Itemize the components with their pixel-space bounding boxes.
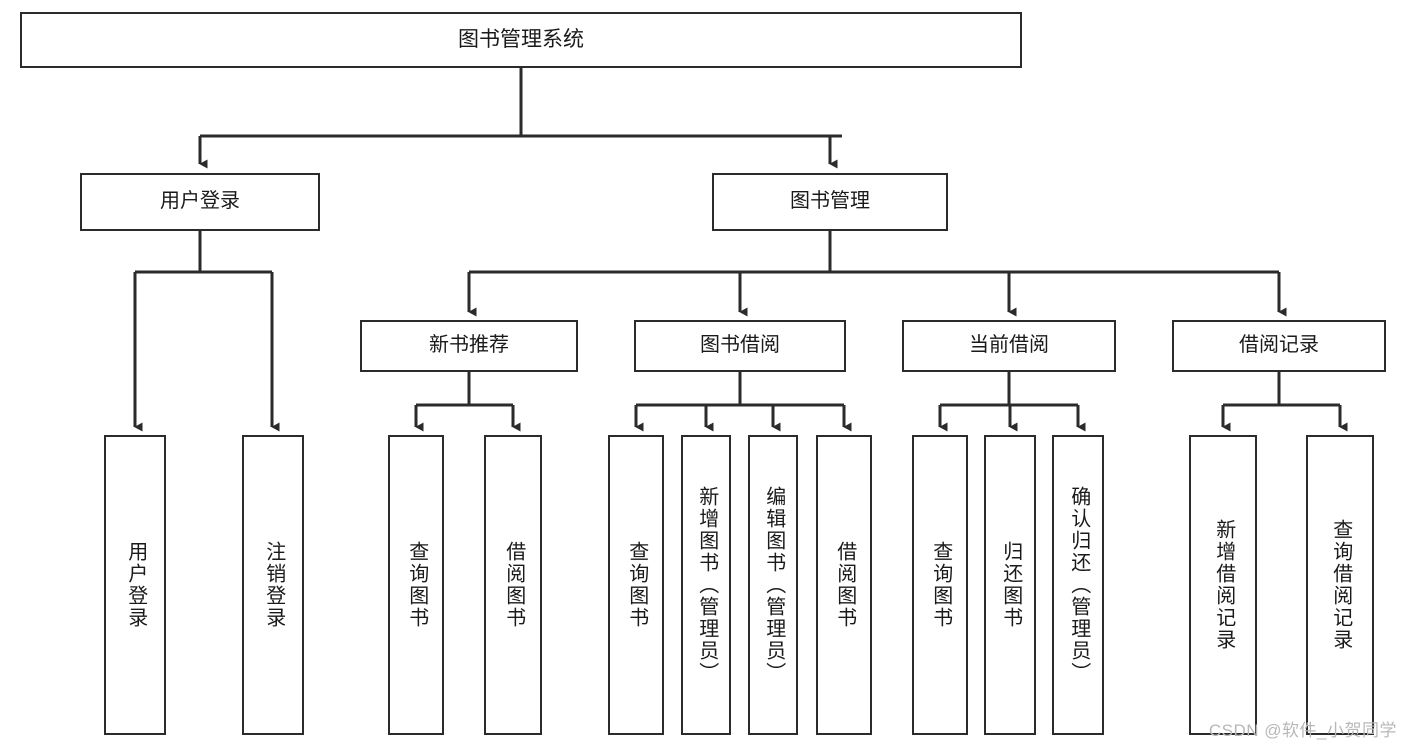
watermark-text: CSDN @软件_小贺同学 bbox=[1208, 721, 1397, 740]
node-leaf-borrow-book-1[interactable]: 借阅图书 bbox=[484, 435, 542, 735]
node-borrow-record-label: 借阅记录 bbox=[1239, 334, 1319, 357]
node-leaf-borrow-book-2-label: 借阅图书 bbox=[833, 541, 856, 629]
node-root-system[interactable]: 图书管理系统 bbox=[20, 12, 1022, 68]
node-leaf-query-book-1[interactable]: 查询图书 bbox=[388, 435, 444, 735]
node-root-label: 图书管理系统 bbox=[458, 27, 584, 51]
node-current-borrow-label: 当前借阅 bbox=[969, 334, 1049, 357]
node-leaf-query-book-3-label: 查询图书 bbox=[929, 541, 952, 629]
node-leaf-borrow-book-1-label: 借阅图书 bbox=[502, 541, 525, 629]
node-leaf-edit-book-admin-label: 编辑图书（管理员） bbox=[762, 486, 785, 684]
node-leaf-add-book-admin-label: 新增图书（管理员） bbox=[695, 486, 718, 684]
node-user-login[interactable]: 用户登录 bbox=[80, 173, 320, 231]
node-leaf-query-book-3[interactable]: 查询图书 bbox=[912, 435, 968, 735]
node-leaf-query-borrow-record-label: 查询借阅记录 bbox=[1329, 519, 1352, 651]
node-leaf-add-borrow-record-label: 新增借阅记录 bbox=[1212, 519, 1235, 651]
node-borrow-record[interactable]: 借阅记录 bbox=[1172, 320, 1386, 372]
node-leaf-add-borrow-record[interactable]: 新增借阅记录 bbox=[1189, 435, 1257, 735]
node-leaf-borrow-book-2[interactable]: 借阅图书 bbox=[816, 435, 872, 735]
node-new-book-recommend-label: 新书推荐 bbox=[429, 334, 509, 357]
node-book-borrow[interactable]: 图书借阅 bbox=[634, 320, 846, 372]
node-leaf-query-book-1-label: 查询图书 bbox=[405, 541, 428, 629]
node-leaf-query-book-2[interactable]: 查询图书 bbox=[608, 435, 664, 735]
node-leaf-confirm-return-admin-label: 确认归还（管理员） bbox=[1067, 486, 1090, 684]
node-current-borrow[interactable]: 当前借阅 bbox=[902, 320, 1116, 372]
node-leaf-user-logout[interactable]: 注销登录 bbox=[242, 435, 304, 735]
node-new-book-recommend[interactable]: 新书推荐 bbox=[360, 320, 578, 372]
node-leaf-confirm-return-admin[interactable]: 确认归还（管理员） bbox=[1052, 435, 1104, 735]
node-leaf-query-book-2-label: 查询图书 bbox=[625, 541, 648, 629]
node-leaf-query-borrow-record[interactable]: 查询借阅记录 bbox=[1306, 435, 1374, 735]
node-user-login-label: 用户登录 bbox=[160, 190, 240, 213]
node-leaf-user-logout-label: 注销登录 bbox=[262, 541, 285, 629]
node-book-management-label: 图书管理 bbox=[790, 190, 870, 213]
node-leaf-user-login-label: 用户登录 bbox=[124, 541, 147, 629]
node-book-borrow-label: 图书借阅 bbox=[700, 334, 780, 357]
node-leaf-add-book-admin[interactable]: 新增图书（管理员） bbox=[681, 435, 731, 735]
node-leaf-return-book-label: 归还图书 bbox=[999, 541, 1022, 629]
node-leaf-return-book[interactable]: 归还图书 bbox=[984, 435, 1036, 735]
node-book-management[interactable]: 图书管理 bbox=[712, 173, 948, 231]
node-leaf-user-login[interactable]: 用户登录 bbox=[104, 435, 166, 735]
node-leaf-edit-book-admin[interactable]: 编辑图书（管理员） bbox=[748, 435, 798, 735]
